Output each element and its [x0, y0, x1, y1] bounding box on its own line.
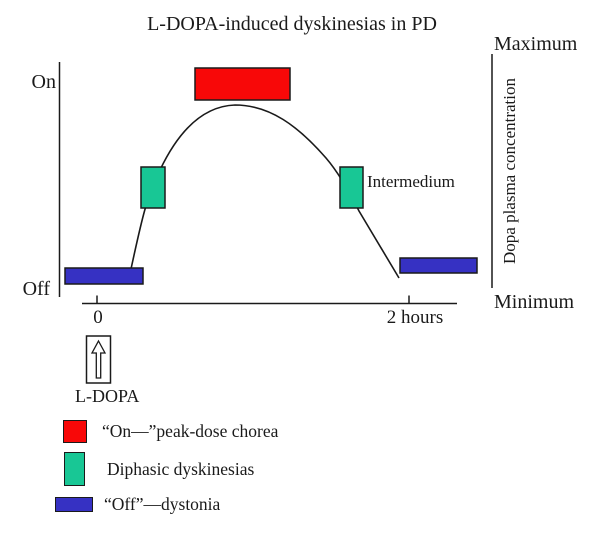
off-dystonia-block-left — [64, 267, 144, 285]
legend-swatch-off-dystonia — [55, 497, 93, 512]
legend-label-off-dystonia: “Off”—dystonia — [104, 494, 221, 514]
y-axis-off-label: Off — [22, 278, 50, 300]
legend-label-diphasic: Diphasic dyskinesias — [107, 459, 255, 479]
off-dystonia-block-right — [399, 257, 478, 274]
right-axis-maximum-label: Maximum — [494, 33, 578, 55]
ldopa-dose-label: L-DOPA — [75, 386, 140, 406]
peak-dose-chorea-block — [194, 67, 291, 101]
x-tick-label-2h: 2 hours — [386, 307, 444, 328]
legend-swatch-peak-dose — [63, 420, 87, 443]
legend-swatch-diphasic — [64, 452, 85, 486]
x-tick-label-0: 0 — [93, 307, 103, 328]
right-axis-minimum-label: Minimum — [494, 291, 575, 313]
legend-label-peak-dose: “On—”peak-dose chorea — [102, 421, 279, 441]
y-axis-on-label: On — [31, 71, 56, 93]
up-arrow-icon — [90, 339, 107, 379]
right-axis-title: Dopa plasma concentration — [500, 78, 519, 264]
intermedium-annotation: Intermedium — [367, 172, 455, 191]
diphasic-block-rising — [140, 166, 166, 209]
diphasic-block-falling — [339, 166, 364, 209]
figure-title: L-DOPA-induced dyskinesias in PD — [147, 13, 437, 35]
